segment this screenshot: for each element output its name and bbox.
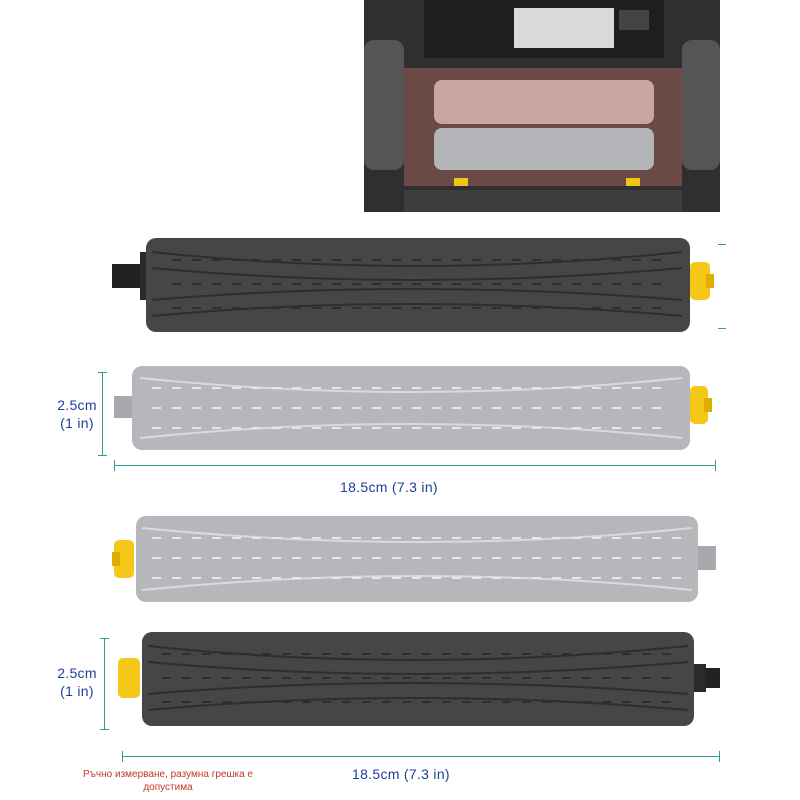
edge-tick-bottom bbox=[718, 328, 726, 329]
length-label-top: 18.5cm (7.3 in) bbox=[340, 479, 438, 495]
gray-roller-bottom bbox=[112, 512, 720, 613]
height-label-bottom: 2.5cm (1 in) bbox=[57, 665, 97, 699]
measurement-note: Ръчно измерване, разумна грешка е допуст… bbox=[83, 769, 253, 793]
edge-tick-top bbox=[718, 244, 726, 245]
height-dimension-line-bottom bbox=[100, 638, 109, 730]
vacuum-underside-photo bbox=[364, 0, 720, 212]
gray-roller-top bbox=[112, 358, 720, 459]
height-label-top: 2.5cm (1 in) bbox=[57, 397, 97, 431]
length-dimension-line-bottom bbox=[122, 751, 720, 762]
length-label-bottom: 18.5cm (7.3 in) bbox=[352, 766, 450, 782]
height-dimension-line-top bbox=[98, 372, 107, 456]
dark-roller-bottom bbox=[112, 626, 720, 735]
dark-roller-top bbox=[112, 234, 720, 341]
length-dimension-line-top bbox=[114, 460, 716, 471]
